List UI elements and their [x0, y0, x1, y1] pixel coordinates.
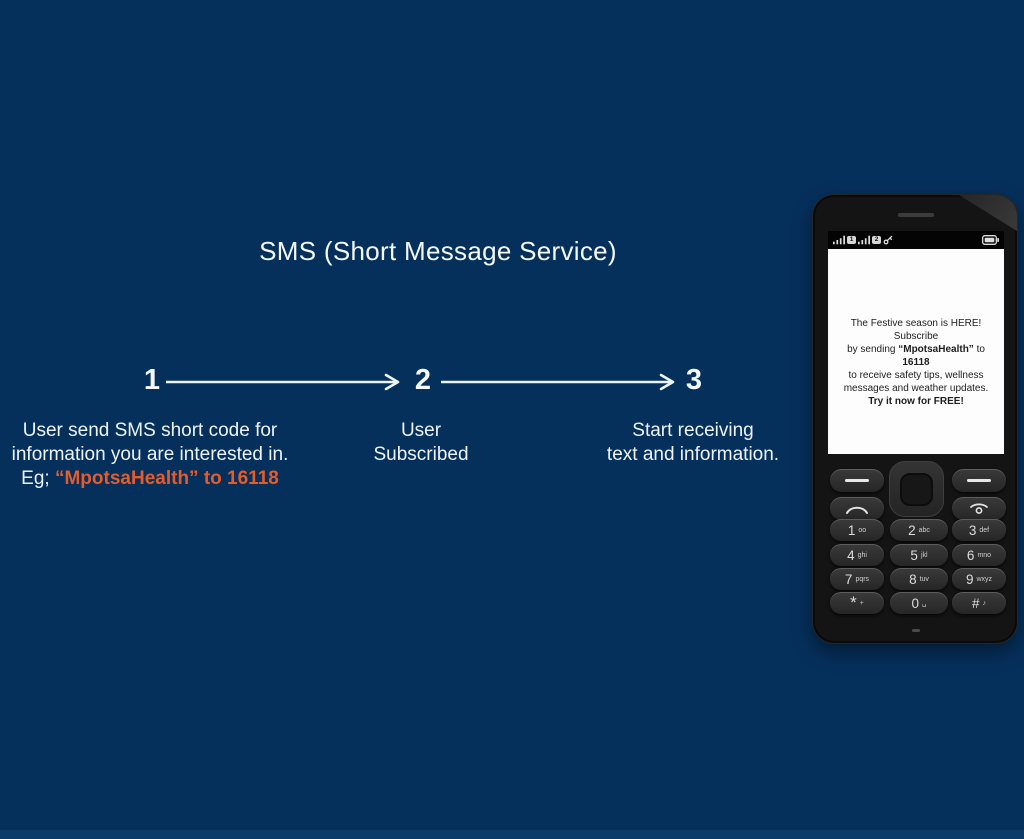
sms-shortcode: 16118 — [902, 357, 930, 368]
softkey-dash-icon — [967, 479, 991, 482]
sms-line-5: Try it now for FREE! — [868, 396, 964, 407]
space-icon: ␣ — [922, 600, 927, 607]
bottom-edge-band — [0, 830, 1024, 839]
arrow-step1-to-step2-icon — [166, 373, 400, 391]
feature-phone: 1 2 The Festive season is HERE! Subscrib… — [812, 194, 1018, 644]
step-3-line-1: Start receiving — [632, 420, 754, 441]
step-2-number: 2 — [414, 364, 432, 396]
key-0-button: 0␣ — [890, 592, 948, 614]
ringer-icon: ♪ — [982, 599, 987, 607]
step-2-line-1: User — [400, 420, 442, 441]
battery-icon — [982, 235, 999, 245]
step-1-example-line: Eg; “MpotsaHealth” to 16118 — [0, 467, 310, 491]
voicemail-icon: oo — [858, 526, 867, 534]
service-key-icon — [883, 235, 893, 245]
edit-icon: + — [859, 599, 864, 607]
earpiece-speaker — [898, 213, 934, 217]
step-3-number: 3 — [685, 364, 703, 396]
left-softkey-button — [830, 469, 884, 492]
right-softkey-button — [952, 469, 1006, 492]
sms-line-4: messages and weather updates. — [843, 383, 989, 394]
dpad-navigation-button — [889, 461, 944, 517]
softkey-dash-icon — [845, 479, 869, 482]
shortcode-example: “MpotsaHealth” to 16118 — [54, 468, 279, 489]
example-prefix: Eg; — [21, 468, 55, 489]
signal-strength-icon — [858, 235, 870, 245]
phone-status-bar: 1 2 — [828, 231, 1004, 249]
signal-strength-icon — [833, 235, 845, 245]
sms-keyword: “MpotsaHealth” — [898, 344, 974, 355]
phone-screen: The Festive season is HERE! Subscribe by… — [828, 249, 1004, 454]
end-call-button — [952, 497, 1006, 520]
end-call-icon — [970, 503, 988, 514]
status-left-cluster: 1 2 — [833, 235, 893, 245]
sms-line-3: to receive safety tips, wellness — [848, 370, 984, 381]
sms-line-2a: by sending — [847, 344, 899, 355]
sim2-badge: 2 — [872, 236, 881, 244]
microphone-hole — [912, 629, 920, 632]
step-1-number: 1 — [143, 364, 161, 396]
sim1-badge: 1 — [847, 236, 856, 244]
step-1-line-1: User send SMS short code for — [22, 420, 278, 441]
step-2-line-2: Subscribed — [373, 444, 469, 465]
key-star-button: *+ — [830, 592, 884, 614]
step-3-description: Start receiving text and information. — [583, 419, 803, 467]
dpad-center-button — [900, 472, 933, 506]
sms-line-2c: to — [973, 344, 985, 355]
arrow-step2-to-step3-icon — [441, 373, 675, 391]
key-hash-button: #♪ — [952, 592, 1006, 614]
sms-message: The Festive season is HERE! Subscribe by… — [833, 317, 999, 408]
step-1-description: User send SMS short code for information… — [0, 419, 310, 491]
page-title: SMS (Short Message Service) — [259, 236, 617, 266]
phone-body-highlight — [959, 195, 1017, 231]
step-2-description: User Subscribed — [341, 419, 501, 467]
call-icon — [846, 506, 868, 514]
call-button — [830, 497, 884, 520]
step-1-line-2: information you are interested in. — [11, 444, 289, 465]
step-3-line-2: text and information. — [606, 444, 780, 465]
sms-line-1: The Festive season is HERE! Subscribe — [850, 318, 982, 342]
